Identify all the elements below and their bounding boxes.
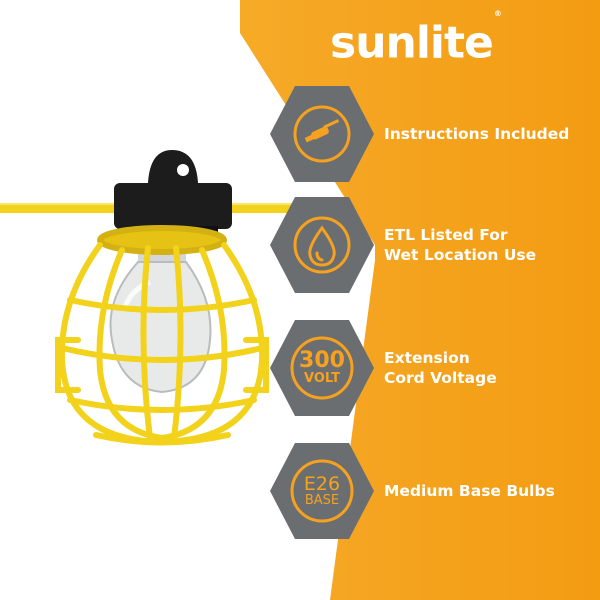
feature-label: ETL Listed For Wet Location Use [384,226,537,264]
water-drop-icon [308,225,336,267]
bulb [109,240,212,394]
feature-label: Medium Base Bulbs [384,482,555,500]
hexagon-badge [270,443,374,539]
voltage-value: 300 [299,348,345,373]
feature-wet-location: ETL Listed For Wet Location Use [268,195,598,295]
brand-logo: sunlite® [330,9,580,69]
feature-label: Extension Cord Voltage [384,349,497,387]
screwdriver-icon [304,119,340,143]
work-light-illustration [0,150,330,446]
brand-name: sunlite [330,17,494,69]
base-type: E26 [303,473,341,495]
feature-base: E26 BASE Medium Base Bulbs [268,441,598,541]
feature-label: Instructions Included [384,125,570,143]
hexagon-badge [270,197,374,293]
socket-housing [114,150,232,238]
feature-voltage: 300 VOLT Extension Cord Voltage [268,318,598,418]
base-badge: E26 BASE [286,463,358,519]
trademark-symbol: ® [493,9,502,18]
wire-cage [55,225,269,446]
feature-instructions: Instructions Included [268,84,598,184]
hexagon-badge [270,320,374,416]
voltage-badge: 300 VOLT [286,340,358,396]
hexagon-badge [270,86,374,182]
base-word: BASE [304,493,340,508]
voltage-unit: VOLT [304,371,340,386]
